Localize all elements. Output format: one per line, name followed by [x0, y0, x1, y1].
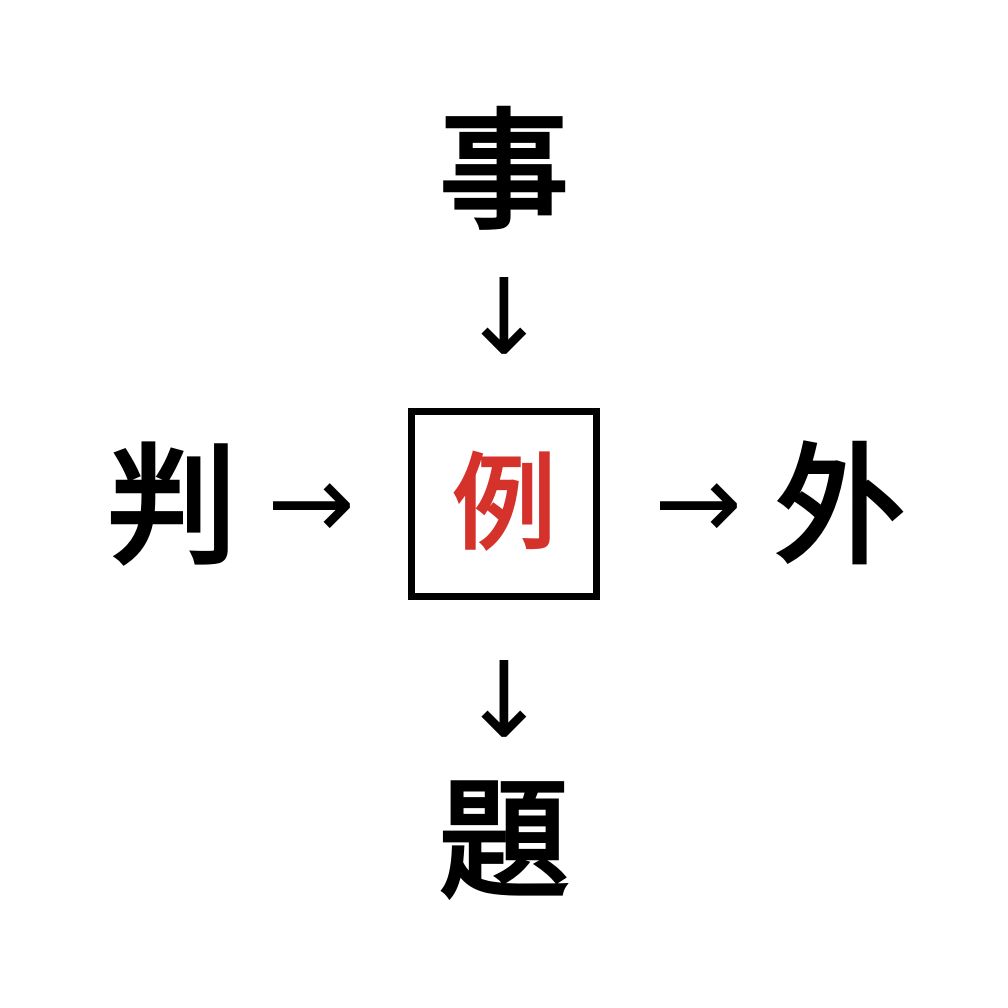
arrow-right-into-box-icon: → [267, 441, 355, 564]
kanji-bottom: 題 [438, 765, 570, 917]
arrow-down-bottom-icon: ↓ [460, 639, 548, 762]
kanji-center-answer: 例 [451, 443, 556, 565]
answer-box: 例 [408, 408, 600, 600]
kanji-left: 判 [106, 431, 238, 583]
arrow-right-out-of-box-icon: → [654, 441, 742, 564]
kanji-right: 外 [774, 431, 906, 583]
kanji-top: 事 [438, 96, 570, 248]
arrow-down-top-icon: ↓ [460, 256, 548, 379]
